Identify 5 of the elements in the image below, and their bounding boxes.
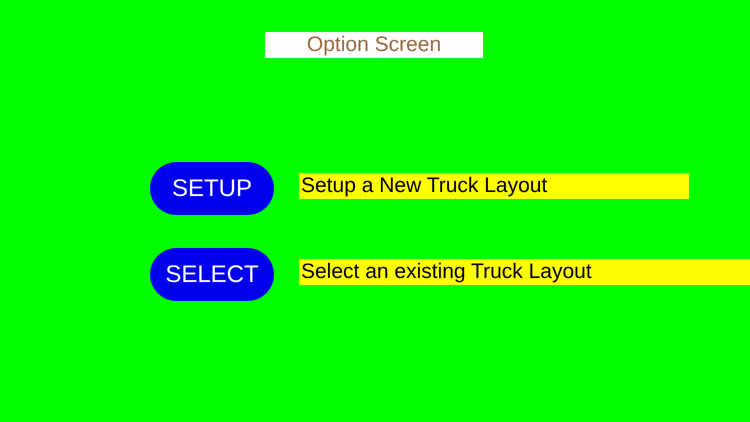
description-banner: Setup a New Truck Layout: [299, 173, 689, 199]
description-banner: Select an existing Truck Layout: [299, 259, 750, 285]
screen-title: Option Screen: [265, 32, 483, 58]
select-button: SELECT: [150, 248, 274, 301]
setup-button: SETUP: [150, 162, 274, 215]
